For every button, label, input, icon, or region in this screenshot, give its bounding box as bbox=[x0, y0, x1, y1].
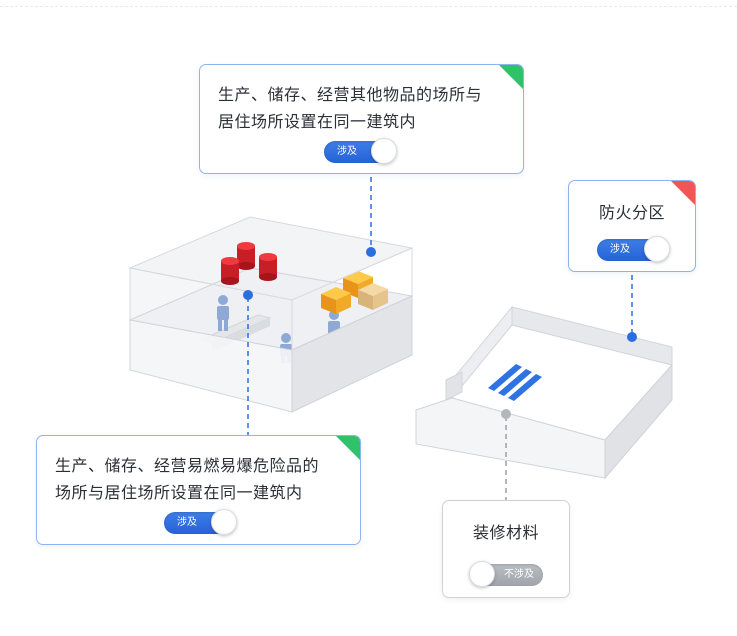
card-title-line: 装修材料 bbox=[472, 523, 539, 542]
card-fire-partition: 防火分区 涉及 bbox=[568, 180, 696, 272]
card-title: 生产、储存、经营其他物品的场所与 居住场所设置在同一建筑内 bbox=[218, 81, 505, 135]
toggle-label: 涉及 bbox=[610, 244, 630, 255]
involve-toggle[interactable]: 涉及 bbox=[324, 138, 397, 164]
card-title: 生产、储存、经营易燃易爆危险品的 场所与居住场所设置在同一建筑内 bbox=[55, 452, 342, 506]
status-corner-green bbox=[336, 436, 360, 460]
status-corner-green bbox=[499, 65, 523, 89]
involve-toggle[interactable]: 涉及 bbox=[164, 509, 237, 535]
card-mixed-hazardous-goods: 生产、储存、经营易燃易爆危险品的 场所与居住场所设置在同一建筑内 涉及 bbox=[36, 435, 361, 545]
toggle-label: 不涉及 bbox=[504, 569, 534, 580]
involve-toggle[interactable]: 涉及 bbox=[597, 236, 670, 262]
card-title: 防火分区 bbox=[569, 199, 695, 226]
status-corner-red bbox=[671, 181, 695, 205]
card-mixed-other-goods: 生产、储存、经营其他物品的场所与 居住场所设置在同一建筑内 涉及 bbox=[199, 64, 524, 174]
card-title-line: 生产、储存、经营易燃易爆危险品的 bbox=[55, 456, 320, 475]
card-title-line: 场所与居住场所设置在同一建筑内 bbox=[55, 483, 303, 502]
toggle-knob bbox=[211, 509, 237, 535]
card-title-line: 防火分区 bbox=[598, 203, 665, 222]
hazardous-barrels bbox=[221, 242, 277, 285]
card-title-line: 生产、储存、经营其他物品的场所与 bbox=[218, 85, 483, 104]
decoration-material-bars bbox=[488, 364, 542, 401]
person-figure bbox=[217, 295, 229, 331]
card-decoration-material: 装修材料 不涉及 bbox=[442, 500, 570, 598]
not-involve-toggle[interactable]: 不涉及 bbox=[469, 561, 543, 587]
top-divider bbox=[0, 6, 737, 7]
goods-boxes bbox=[321, 271, 388, 314]
connector-lines bbox=[243, 177, 637, 500]
toggle-knob bbox=[644, 236, 670, 262]
toggle-knob bbox=[469, 561, 495, 587]
card-title-line: 居住场所设置在同一建筑内 bbox=[218, 112, 417, 131]
toggle-label: 涉及 bbox=[337, 146, 357, 157]
mixed-use-building bbox=[128, 216, 414, 413]
toggle-knob bbox=[371, 138, 397, 164]
toggle-label: 涉及 bbox=[177, 517, 197, 528]
card-title: 装修材料 bbox=[443, 519, 569, 546]
